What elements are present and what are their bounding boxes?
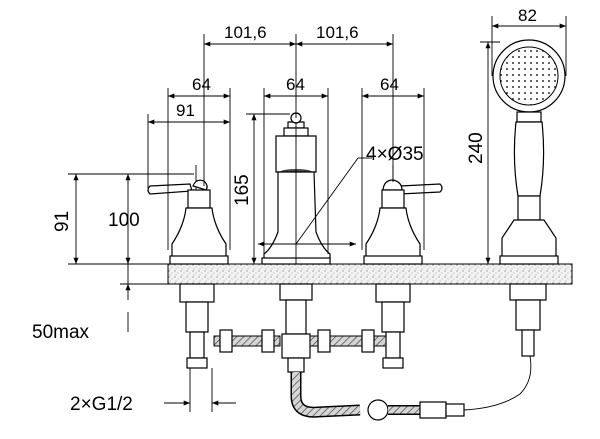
dim-spout-width: 64 [263,75,329,254]
dim-text-body-height: 100 [108,210,140,231]
dim-text-connection: 2×G1/2 [70,394,133,415]
dim-text-handle-right-width: 64 [380,75,399,94]
right-handle-valve [363,165,443,265]
dim-text-hand-shower-width: 82 [518,6,537,25]
dim-text-deck-thickness: 50max [32,322,90,343]
left-valve-shank [179,283,215,369]
dim-hand-shower-width: 82 [491,6,567,76]
dim-connection: 2×G1/2 [70,368,236,415]
countertop-deck [167,263,573,285]
dim-text-spacing-left: 101,6 [224,23,267,42]
left-handle-valve [147,165,229,265]
right-valve-shank [375,283,411,369]
dim-handle-reach: 91 [147,101,230,188]
dim-text-holes: 4×Ø35 [366,144,424,165]
dim-holes: 4×Ø35 [258,144,424,247]
shower-shank [509,283,547,357]
dim-text-handle-reach: 91 [176,101,195,120]
center-shank [279,283,313,373]
dim-text-spout-width: 64 [286,75,305,94]
dim-spout-height: 165 [232,113,290,264]
dim-hand-shower-length: 240 [466,41,500,264]
shower-hose [290,355,532,421]
dim-handle-left-width: 64 [167,75,231,250]
dim-handle-height-left: 91 [52,173,194,265]
hand-shower [492,39,566,265]
dim-text-hand-shower-length: 240 [466,132,487,164]
dim-text-handle-left-width: 64 [192,75,211,94]
dim-spacing-right: 101,6 [296,23,394,182]
dim-text-spacing-right: 101,6 [316,23,359,42]
dim-body-height: 100 [108,174,140,264]
spout [261,112,331,265]
dim-deck-thickness: 50max [32,264,180,343]
braided-cross-hoses [213,329,387,353]
dim-spacing-left: 101,6 [203,23,297,186]
dim-handle-right-width: 64 [361,75,425,250]
dim-text-handle-height-left: 91 [52,211,73,232]
dim-text-spout-height: 165 [232,174,253,206]
